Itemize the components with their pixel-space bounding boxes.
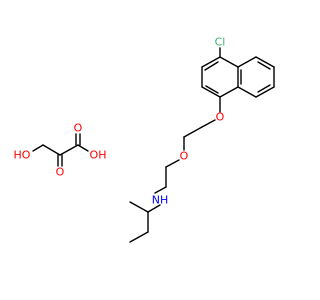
bond xyxy=(237,56,257,68)
bond xyxy=(219,56,239,68)
double-bond-inner xyxy=(204,61,219,71)
bond xyxy=(59,144,79,156)
naphthalene-ring-b xyxy=(237,56,275,98)
double-bond-inner xyxy=(205,85,219,94)
sec-butyl-group xyxy=(129,201,161,243)
structure-diagram: Cl O O NH HO OH O O xyxy=(14,36,275,243)
bond xyxy=(219,86,239,98)
atom-label-o: O xyxy=(180,150,189,163)
ether-chain xyxy=(154,96,221,194)
bond xyxy=(255,86,275,98)
bond xyxy=(129,201,149,213)
bond xyxy=(201,86,221,98)
oxalic-acid xyxy=(32,133,89,167)
double-bond-inner xyxy=(257,84,271,93)
bond xyxy=(154,186,167,194)
bond xyxy=(183,126,203,138)
bond xyxy=(201,56,221,68)
bond xyxy=(201,119,216,128)
atom-label-cl: Cl xyxy=(215,36,226,49)
bond xyxy=(237,86,257,98)
bond xyxy=(255,56,275,68)
bond xyxy=(77,144,89,152)
bond xyxy=(32,144,44,152)
naphthalene-ring-a xyxy=(201,56,239,98)
atom-label-o: O xyxy=(56,166,65,179)
atom-label-o: O xyxy=(74,122,83,135)
bond xyxy=(165,159,180,168)
atom-label-nh: NH xyxy=(152,194,169,207)
atom-label-ho: HO xyxy=(14,149,31,162)
double-bond-inner xyxy=(257,61,271,70)
atom-label-oh: OH xyxy=(90,149,107,162)
atom-label-o: O xyxy=(216,111,225,124)
bond xyxy=(129,231,149,243)
bond xyxy=(147,204,161,213)
bond xyxy=(42,144,61,156)
